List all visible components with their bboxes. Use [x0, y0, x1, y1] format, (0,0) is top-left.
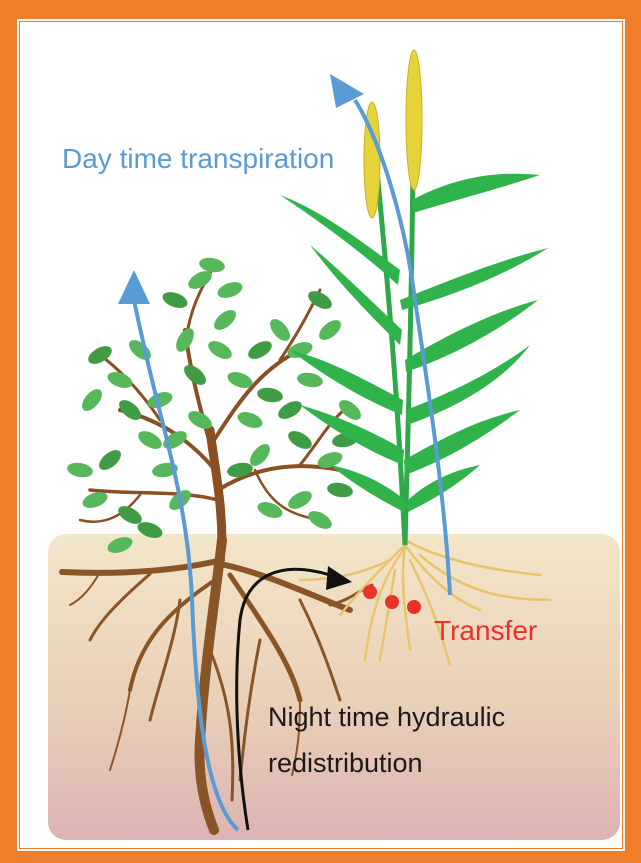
shrub-leaf [215, 279, 244, 301]
transfer-label: Transfer [434, 615, 537, 646]
night-label-line2: redistribution [268, 748, 423, 778]
shrub-leaf [326, 481, 354, 499]
shrub-leaf [126, 336, 155, 363]
shrub-leaf [160, 289, 189, 311]
shrub-leaf [316, 316, 345, 343]
shrub-leaf [198, 256, 226, 274]
shrub-leaf [255, 499, 284, 521]
day-transpiration-label: Day time transpiration [62, 143, 334, 174]
night-label-line1: Night time hydraulic [268, 702, 505, 732]
shrub-leaf [256, 386, 284, 404]
shrub-leaf [266, 316, 293, 345]
shrub-leaf [78, 386, 105, 415]
red-dot-icon [363, 585, 377, 599]
shrub-leaf [211, 306, 240, 333]
shrub-leaf [66, 461, 94, 479]
shrub-leaf [296, 371, 324, 389]
shrub-leaf [275, 397, 305, 422]
shrub-leaves [66, 256, 364, 556]
shrub-leaf [285, 427, 315, 452]
shrub-leaf [245, 337, 275, 362]
blue-arrow-icon [118, 270, 150, 304]
shrub-leaf [135, 427, 165, 452]
shrub-leaf [96, 446, 125, 473]
red-dot-icon [407, 600, 421, 614]
red-dot-icon [385, 595, 399, 609]
shrub-leaf [305, 507, 335, 532]
shrub-leaf [235, 409, 264, 431]
shrub-leaf [205, 337, 235, 362]
shrub-leaf [285, 487, 315, 512]
